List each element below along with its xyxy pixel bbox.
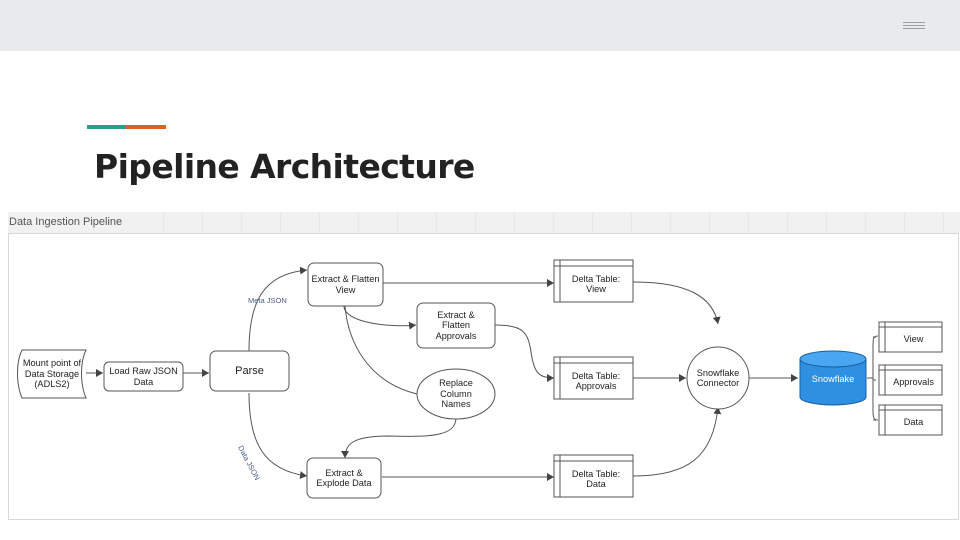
pipeline-diagram: Data Ingestion Pipeline Mount point of D…	[8, 212, 960, 520]
page-title: Pipeline Architecture	[94, 147, 475, 186]
edge-approvals-to-delta-approvals	[494, 324, 555, 382]
edge-parse-to-view	[248, 266, 308, 352]
node-snowflake-connector	[686, 346, 750, 410]
node-extract-flatten-approvals	[416, 302, 496, 349]
node-extract-explode-data	[306, 457, 382, 499]
top-bar	[0, 0, 960, 51]
node-delta-table-view	[553, 259, 634, 303]
edge-replace-to-data	[341, 417, 457, 459]
node-extract-flatten-view	[307, 262, 384, 307]
label-snowflake-connector: Snowflake Connector	[696, 367, 740, 389]
diagram-svg	[8, 212, 960, 520]
edge-replace-to-view	[341, 297, 418, 395]
edge-delta-data-to-connector	[632, 406, 722, 477]
node-load-raw-json	[103, 361, 184, 392]
label-delta-table-data: Delta Table: Data	[571, 468, 621, 490]
node-replace-column-names	[416, 368, 496, 420]
hamburger-menu-icon[interactable]	[896, 16, 932, 36]
accent-bar-orange	[126, 125, 166, 129]
label-out-data: Data	[903, 417, 924, 428]
label-out-approvals: Approvals	[893, 377, 934, 388]
label-extract-flatten-approvals: Extract & Flatten Approvals	[435, 309, 477, 341]
label-mount-point: Mount point of Data Storage (ADLS2)	[22, 358, 82, 390]
label-delta-table-view: Delta Table: View	[571, 273, 621, 295]
label-delta-table-approvals: Delta Table: Approvals	[571, 370, 621, 392]
node-delta-table-data	[553, 454, 634, 498]
label-replace-column-names: Replace Column Names	[439, 378, 473, 410]
accent-bar-teal	[87, 125, 126, 129]
label-parse: Parse	[235, 364, 264, 377]
node-snowflake	[799, 350, 867, 406]
label-snowflake: Snowflake	[811, 373, 855, 384]
node-parse	[209, 350, 290, 392]
label-out-view: View	[903, 334, 924, 345]
edge-label-meta-json: Meta JSON	[248, 296, 287, 305]
label-extract-explode-data: Extract & Explode Data	[316, 467, 372, 489]
edge-delta-view-to-connector	[632, 281, 721, 325]
node-delta-table-approvals	[553, 356, 634, 400]
edge-parse-to-data	[248, 392, 308, 480]
label-extract-flatten-view: Extract & Flatten View	[311, 274, 380, 295]
canvas-title: Data Ingestion Pipeline	[9, 216, 123, 228]
node-mount-point	[17, 349, 87, 399]
label-load-raw-json: Load Raw JSON Data	[109, 366, 178, 387]
